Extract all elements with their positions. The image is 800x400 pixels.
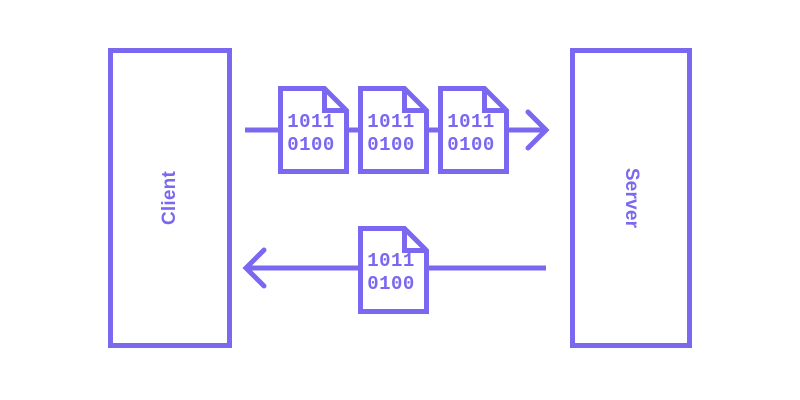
packet-bits-line-1: 1011 [367, 111, 415, 133]
packet-icon[interactable]: 1011 0100 [358, 226, 429, 314]
document-fold-icon [402, 88, 427, 113]
node-client[interactable]: Client [108, 48, 232, 348]
packet-bits-line-2: 0100 [447, 134, 495, 156]
node-server[interactable]: Server [570, 48, 692, 348]
packet-icon[interactable]: 1011 0100 [438, 86, 509, 174]
packet-bits-line-1: 1011 [367, 250, 415, 272]
document-fold-icon [402, 228, 427, 253]
client-label: Client [159, 171, 180, 225]
packet-bits-line-2: 0100 [367, 273, 415, 295]
server-box[interactable] [570, 48, 692, 348]
response-flow: 1011 0100 [242, 226, 546, 314]
packet-bits-line-2: 0100 [287, 134, 335, 156]
response-arrow-head [242, 247, 267, 289]
document-fold-icon [482, 88, 507, 113]
packet-bits-line-2: 0100 [367, 134, 415, 156]
packet-icon[interactable]: 1011 0100 [358, 86, 429, 174]
request-flow: 1011 0100 1011 0100 1011 0100 [245, 86, 550, 174]
client-box[interactable] [108, 48, 232, 348]
packet-icon[interactable]: 1011 0100 [278, 86, 349, 174]
packet-bits-line-1: 1011 [287, 111, 335, 133]
document-fold-icon [322, 88, 347, 113]
packet-bits-line-1: 1011 [447, 111, 495, 133]
request-arrow-head [525, 109, 550, 151]
server-label: Server [621, 168, 642, 229]
